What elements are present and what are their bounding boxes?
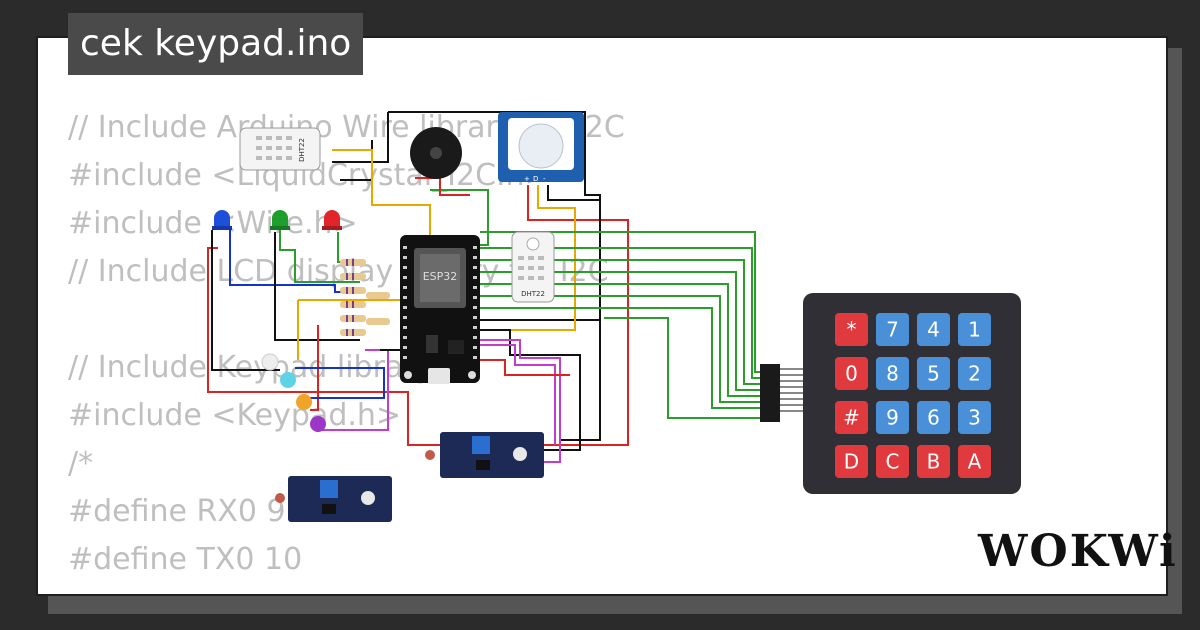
keypad-key-label: 1 [968,318,981,342]
keypad-key[interactable]: 7 [876,313,909,346]
pir-pin-label: - [543,175,546,183]
wire-green [279,230,360,283]
wire-green [480,259,762,385]
led-blue[interactable] [212,210,232,230]
keypad-key[interactable]: B [917,445,950,478]
ldr-module[interactable] [275,476,392,522]
keypad-wires [480,231,762,419]
keypad-key-label: 7 [886,318,899,342]
code-line: #define RX0 9 [68,494,286,529]
wire-magenta [480,344,556,445]
keypad-key-label: C [886,450,900,474]
keypad-key[interactable]: 8 [876,357,909,390]
led-cyan[interactable] [280,372,296,388]
keypad-key-label: 0 [845,362,858,386]
keypad-key[interactable]: C [876,445,909,478]
led-green[interactable] [270,210,290,230]
wire-magenta [480,339,561,463]
keypad-key[interactable]: * [835,313,868,346]
wire-red [480,359,570,376]
wire-green [337,232,360,263]
wokwi-logo: WOKWi [978,526,1178,577]
wire-green [480,283,762,397]
pir-pin-label: D [533,175,538,183]
keypad-key[interactable]: 2 [958,357,991,390]
mcu-label: ESP32 [423,270,458,283]
wire-red [207,185,629,446]
wire-green [480,247,762,379]
led-white[interactable] [261,353,279,371]
keypad-key[interactable]: 3 [958,401,991,434]
keypad-key-label: 3 [968,406,981,430]
keypad-key[interactable]: 1 [958,313,991,346]
dht22-sensor[interactable]: DHT22 [239,127,321,171]
wire-red [310,325,319,411]
keypad-key-label: * [847,318,857,342]
wire-red [415,177,470,196]
sensor-label: DHT22 [521,290,545,298]
wire-green [430,189,489,246]
keypad-key-label: 5 [927,362,940,386]
project-title[interactable]: cek keypad.ino [68,13,364,75]
code-line: /* [68,446,94,481]
keypad-key[interactable]: 5 [917,357,950,390]
code-line: #define RX2 7 [68,584,625,592]
wire-black [211,230,280,371]
keypad-key-label: 6 [927,406,940,430]
wire-black [480,329,581,451]
resistor[interactable] [366,318,390,325]
wire-black [340,140,373,181]
keypad-key-label: 8 [886,362,899,386]
wire-green [480,295,762,403]
wire-green [480,307,762,409]
led-red[interactable] [322,210,342,230]
wire-black [274,232,360,341]
keypad-key-label: 4 [927,318,940,342]
dht22-sensor[interactable]: DHT22 [511,231,555,303]
ldr-module[interactable] [425,432,544,478]
wire-green [480,231,762,373]
keypad-key[interactable]: D [835,445,868,478]
wire-yellow [480,185,576,331]
esp32-board[interactable]: ESP32 [400,235,480,384]
keypad-key-label: 9 [886,406,899,430]
keypad-key[interactable]: 0 [835,357,868,390]
keypad-key-label: 2 [968,362,981,386]
resistors [340,259,390,336]
keypad-key-label: # [843,406,860,430]
resistor[interactable] [366,292,390,299]
keypad-key[interactable]: A [958,445,991,478]
keypad-key[interactable]: # [835,401,868,434]
code-line: #include <Keypad.h> [68,398,402,433]
wire-magenta [320,349,389,431]
wire-green [480,271,762,391]
keypad-key-label: D [844,450,859,474]
led-orange[interactable] [296,394,312,410]
wire-black [332,112,389,163]
code-line: #define TX0 10 [68,542,303,577]
sensor-label: DHT22 [298,138,306,162]
keypad[interactable]: * 7 4 1 0 8 5 2 #9 6 3D C B A [803,293,1021,494]
keypad-key[interactable]: 6 [917,401,950,434]
keypad-key-label: B [927,450,941,474]
pir-sensor[interactable]: + D - [498,112,584,183]
keypad-key[interactable]: 9 [876,401,909,434]
keypad-key-label: A [968,450,982,474]
wire-green [604,317,762,419]
pir-pin-label: + [524,175,530,183]
led-purple[interactable] [310,416,326,432]
wire-black [547,185,601,441]
keypad-key[interactable]: 4 [917,313,950,346]
wire-blue [295,367,385,399]
buzzer[interactable] [410,127,462,179]
keypad-connector [760,364,804,422]
